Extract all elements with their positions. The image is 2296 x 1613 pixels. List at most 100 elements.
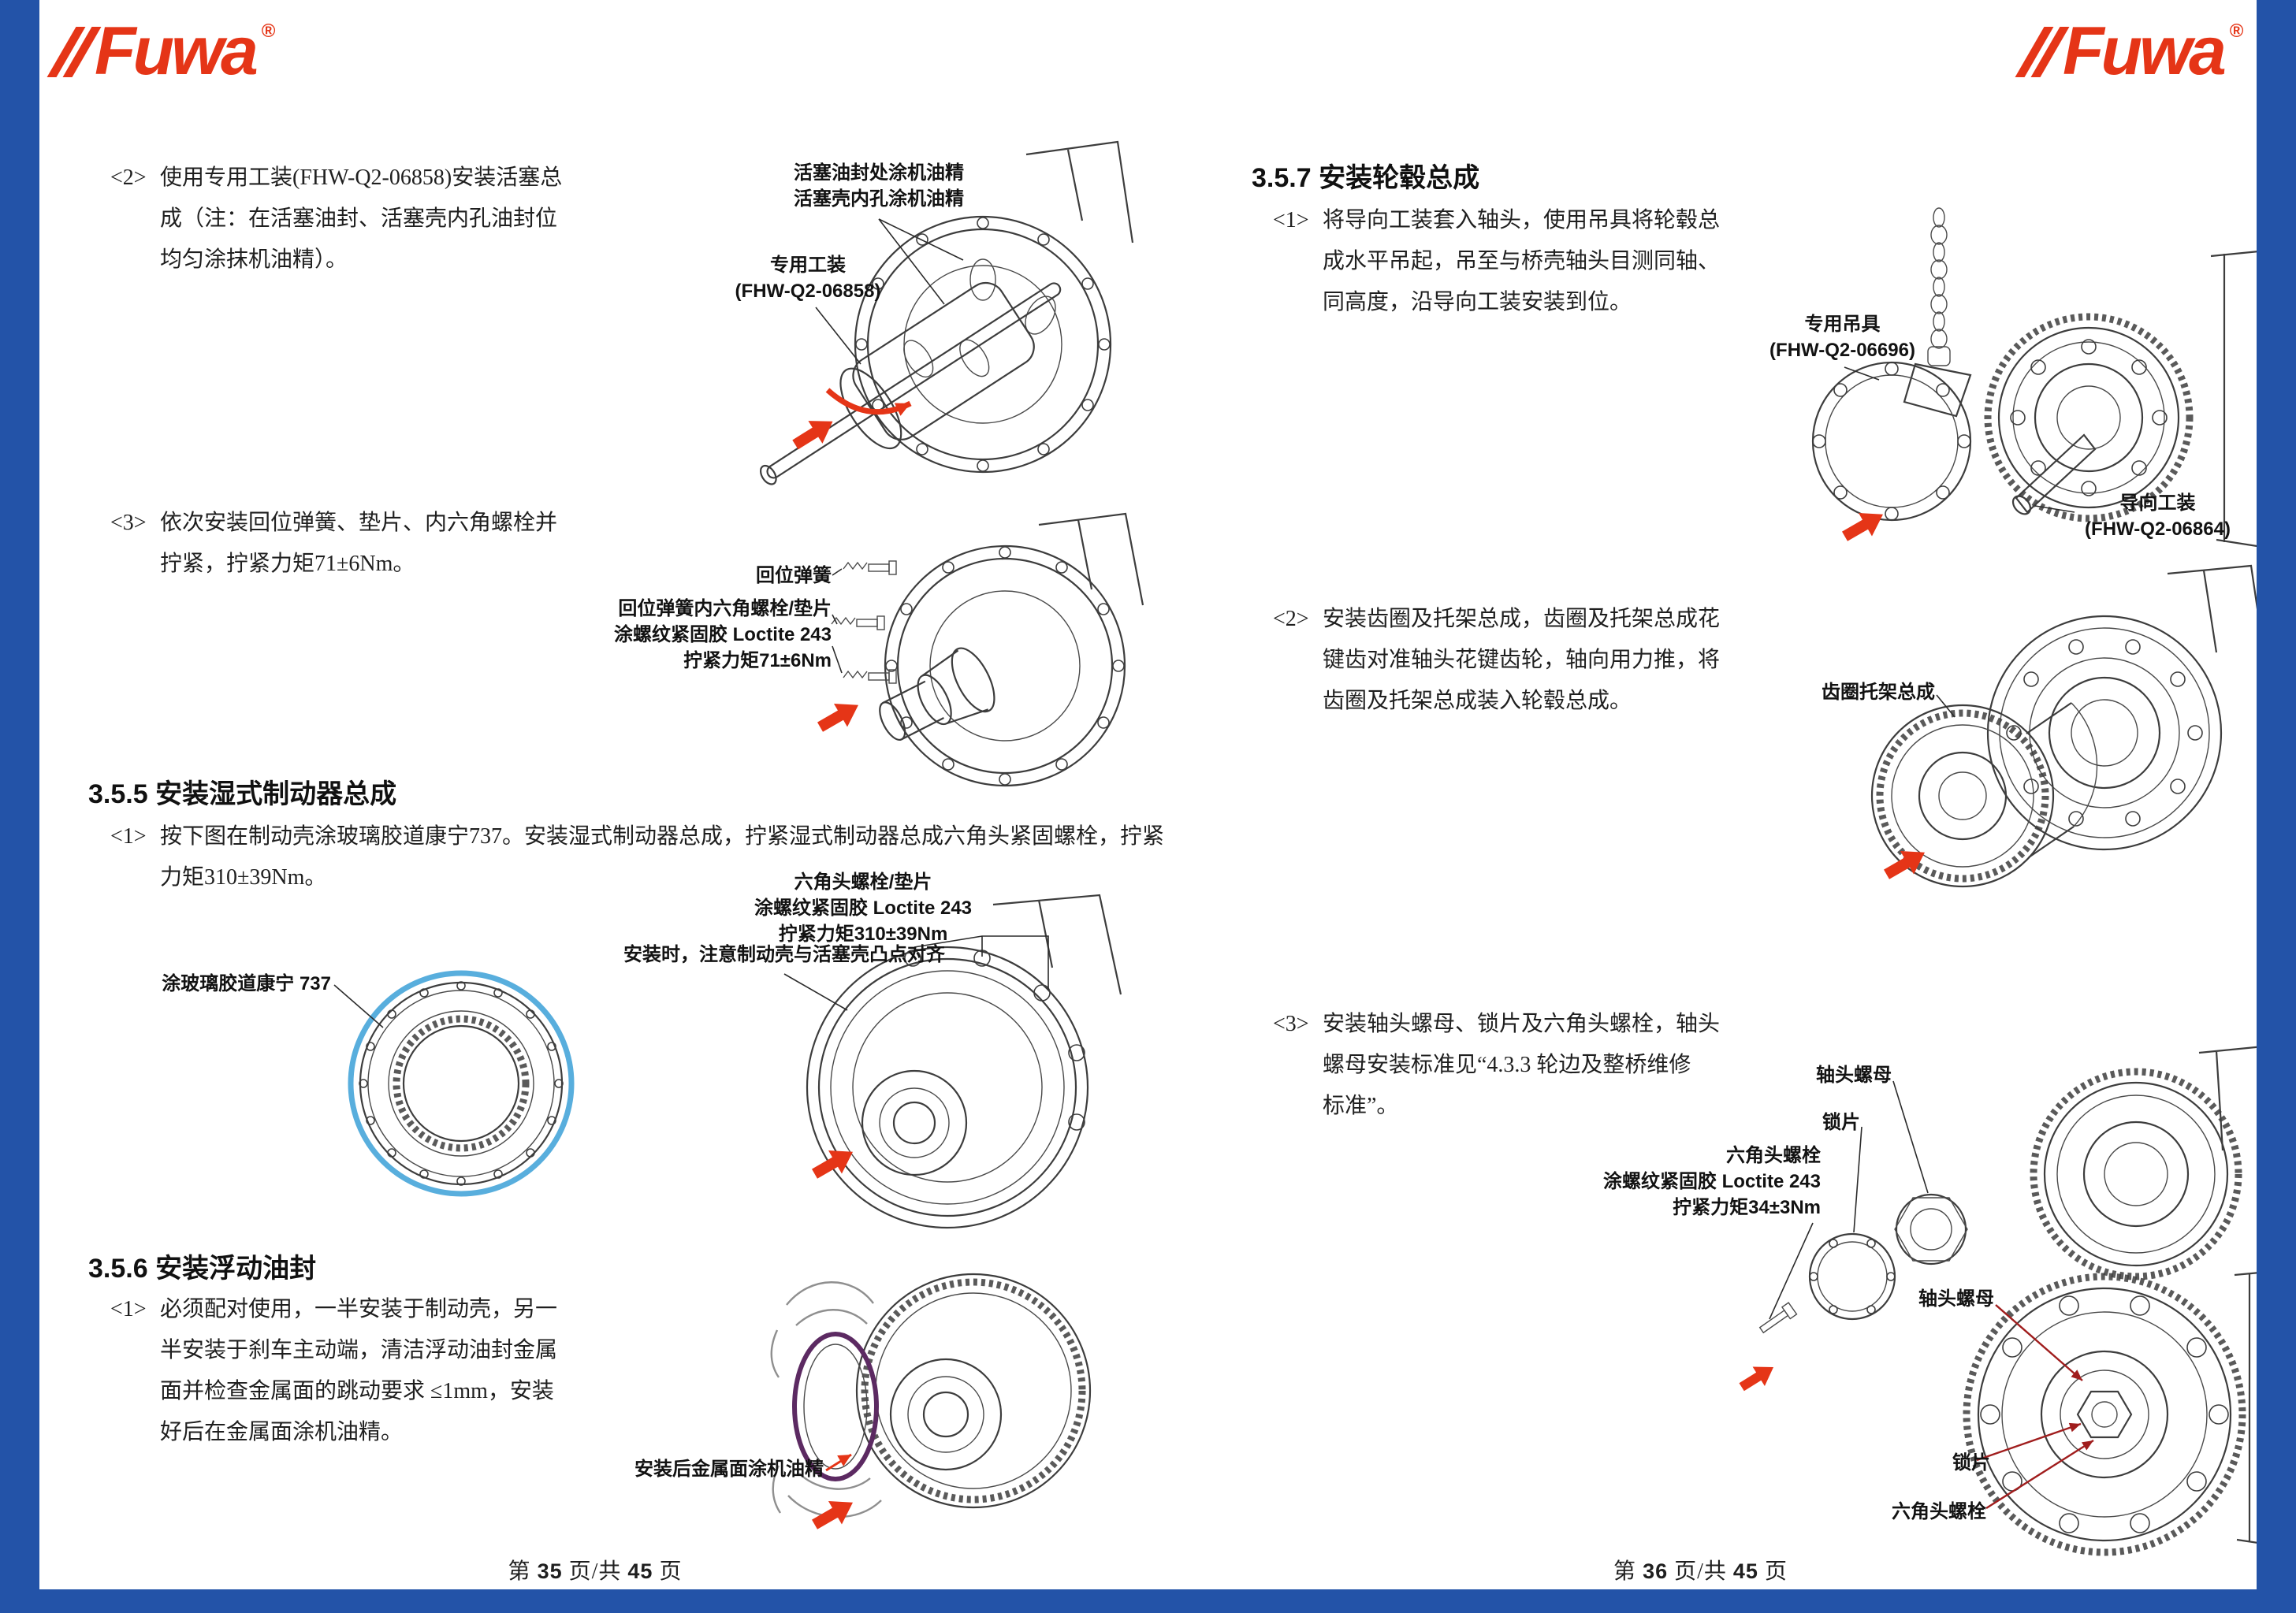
piston-flange bbox=[884, 544, 1126, 787]
page-35-footer: 第 35 页/共 45 页 bbox=[508, 1559, 683, 1584]
sealant-ring bbox=[348, 970, 575, 1197]
lock-plate bbox=[1808, 1232, 1896, 1321]
fig-hub-hoisting bbox=[1811, 207, 2268, 549]
fig5-guide-label: 导向工装 (FHW-Q2-06864) bbox=[2085, 492, 2231, 540]
wheel-hub bbox=[2030, 1068, 2242, 1280]
leader-line bbox=[1844, 366, 2075, 513]
step-marker: <3> bbox=[110, 511, 147, 535]
fig1-tool-label: 专用工装 (FHW-Q2-06858) bbox=[735, 255, 881, 302]
wheel-hub-face bbox=[1963, 1273, 2246, 1556]
fig7-lock-label: 锁片 bbox=[1822, 1112, 1860, 1133]
rotate-arrowhead-icon bbox=[894, 403, 910, 416]
step-text: 同高度，沿导向工装安装到位。 bbox=[1323, 290, 1632, 314]
step-text: 使用专用工装(FHW-Q2-06858)安装活塞总 bbox=[160, 165, 563, 190]
red-arrow-icon bbox=[812, 1150, 853, 1179]
blue-border-right bbox=[2257, 0, 2296, 1613]
floating-seal-ring bbox=[792, 1332, 879, 1481]
fig-floating-seal bbox=[770, 1273, 1092, 1529]
section-3-5-6-step-1: <1> 必须配对使用，一半安装于制动壳，另一 半安装于刹车主动端，清洁浮动油封金属… bbox=[110, 1289, 557, 1453]
axle-housing-outline bbox=[1038, 512, 1144, 606]
hub-cylinder bbox=[879, 647, 995, 741]
page-36-footer: 第 36 页/共 45 页 bbox=[1613, 1559, 1788, 1584]
fig6-ring-label: 齿圈托架总成 bbox=[1822, 682, 1935, 703]
leader-line bbox=[333, 984, 384, 1028]
section-3-5-7-heading: 3.5.7 安装轮毂总成 bbox=[1252, 163, 1480, 193]
leader-line bbox=[1769, 1080, 1929, 1320]
step-text: 安装齿圈及托架总成，齿圈及托架总成花 bbox=[1323, 607, 1721, 631]
lifting-chain bbox=[1927, 207, 1951, 366]
axle-housing-outline bbox=[1025, 140, 1134, 243]
step-marker: <2> bbox=[1273, 607, 1309, 631]
step-marker: <1> bbox=[1273, 208, 1309, 232]
registered-mark: ® bbox=[261, 20, 276, 42]
section-3-5-5-heading: 3.5.5 安装湿式制动器总成 bbox=[88, 779, 397, 809]
piston-housing-flange bbox=[854, 215, 1112, 474]
guide-tool bbox=[2011, 433, 2097, 515]
step-text: 按下图在制动壳涂玻璃胶道康宁737。安装湿式制动器总成，拧紧湿式制动器总成六角头… bbox=[160, 824, 1165, 849]
section-3-5-7-step-3: <3> 安装轴头螺母、锁片及六角头螺栓，轴头 螺母安装标准见“4.3.3 轮边及整… bbox=[1273, 1004, 1720, 1127]
step-text: 螺母安装标准见“4.3.3 轮边及整桥维修 bbox=[1323, 1053, 1691, 1077]
step-text: 齿圈及托架总成装入轮毂总成。 bbox=[1323, 689, 1632, 713]
leader-line bbox=[783, 973, 848, 1011]
step-2-paragraph: <2> 使用专用工装(FHW-Q2-06858)安装活塞总 成（注：在活塞油封、活… bbox=[110, 158, 562, 281]
fig-axle-nut-exploded bbox=[1739, 1045, 2270, 1392]
fig3-bolt-label: 六角头螺栓/垫片 涂螺纹紧固胶 Loctite 243 拧紧力矩310±39Nm bbox=[754, 872, 973, 945]
leader-line bbox=[878, 218, 964, 305]
fig8-nut-label: 轴头螺母 bbox=[1918, 1288, 1994, 1310]
step-3-paragraph: <3>依次安装回位弹簧、垫片、内六角螺栓并 拧紧，拧紧力矩71±6Nm。 bbox=[110, 503, 557, 585]
step-text: 面并检查金属面的跳动要求 ≤1mm，安装 bbox=[160, 1379, 554, 1403]
step-text: 成水平吊起，吊至与桥壳轴头目测同轴、 bbox=[1323, 249, 1721, 273]
red-arrow-icon bbox=[1884, 851, 1925, 879]
blue-border-bottom bbox=[0, 1589, 2296, 1613]
red-arrow-icon bbox=[792, 421, 833, 450]
fig3-align-label: 安装时，注意制动壳与活塞壳凸点对齐 bbox=[623, 944, 945, 965]
leader-line bbox=[832, 568, 843, 674]
step-text: 力矩310±39Nm。 bbox=[160, 865, 327, 890]
step-text: 标准”。 bbox=[1323, 1094, 1399, 1118]
fig1-oil-label: 活塞油封处涂机油精 活塞壳内孔涂机油精 bbox=[794, 162, 964, 210]
fig-return-spring bbox=[817, 512, 1144, 787]
fig-brake-shell-ring bbox=[333, 970, 575, 1197]
step-marker: <1> bbox=[110, 1297, 147, 1321]
axle-nut bbox=[1894, 1193, 1968, 1265]
red-arrow-icon bbox=[817, 704, 858, 732]
special-tool bbox=[759, 281, 1062, 485]
hoist-fixture bbox=[1811, 361, 1972, 522]
step-text: 必须配对使用，一半安装于制动壳，另一 bbox=[160, 1297, 558, 1321]
axle-housing-outline bbox=[992, 894, 1122, 995]
step-marker: <3> bbox=[1273, 1012, 1309, 1036]
logo-slash-icon bbox=[47, 27, 102, 77]
fig-piston-tool bbox=[759, 140, 1134, 485]
fig4-oil-label: 安装后金属面涂机油精 bbox=[634, 1459, 824, 1480]
red-arrowhead-icon bbox=[837, 1455, 851, 1466]
step-text: 均匀涂抹机油精）。 bbox=[160, 247, 348, 272]
fig7-nut-label: 轴头螺母 bbox=[1816, 1065, 1892, 1086]
step-text: 成（注：在活塞油封、活塞壳内孔油封位 bbox=[160, 206, 558, 231]
fig-hub-front-view bbox=[1963, 1270, 2270, 1556]
step-text: 安装轴头螺母、锁片及六角头螺栓，轴头 bbox=[1323, 1012, 1721, 1036]
wheel-hub bbox=[1984, 313, 2194, 522]
step-marker: <2> bbox=[110, 165, 147, 190]
registered-mark: ® bbox=[2229, 20, 2244, 42]
fig5-hoist-label: 专用吊具 (FHW-Q2-06696) bbox=[1769, 314, 1915, 361]
axle-housing-outline bbox=[2167, 564, 2270, 685]
fig-gear-ring-install bbox=[1870, 564, 2270, 888]
logo-text: Fuwa bbox=[95, 13, 259, 89]
blue-border-left bbox=[0, 0, 39, 1613]
brake-drum bbox=[855, 1273, 1092, 1509]
step-text: 半安装于刹车主动端，清洁浮动油封金属 bbox=[160, 1338, 558, 1362]
red-arrow-icon bbox=[812, 1501, 853, 1529]
fuwa-logo-right: Fuwa ® bbox=[2015, 13, 2244, 89]
fig7-bolt-label: 六角头螺栓 涂螺纹紧固胶 Loctite 243 拧紧力矩34±3Nm bbox=[1602, 1145, 1821, 1218]
fig2-spring-label: 回位弹簧 bbox=[756, 565, 832, 586]
step-text: 好后在金属面涂机油精。 bbox=[160, 1420, 404, 1444]
step-marker: <1> bbox=[110, 824, 147, 849]
hex-bolt bbox=[1758, 1302, 1798, 1334]
logo-slash-icon bbox=[2015, 27, 2070, 77]
logo-text: Fuwa bbox=[2063, 13, 2227, 89]
leader-line bbox=[815, 307, 861, 365]
section-3-5-7-step-1: <1>将导向工装套入轴头，使用吊具将轮毂总 成水平吊起，吊至与桥壳轴头目测同轴、… bbox=[1273, 200, 1720, 323]
leader-line bbox=[914, 935, 1049, 990]
fig8-lock-label: 锁片 bbox=[1952, 1452, 1990, 1474]
